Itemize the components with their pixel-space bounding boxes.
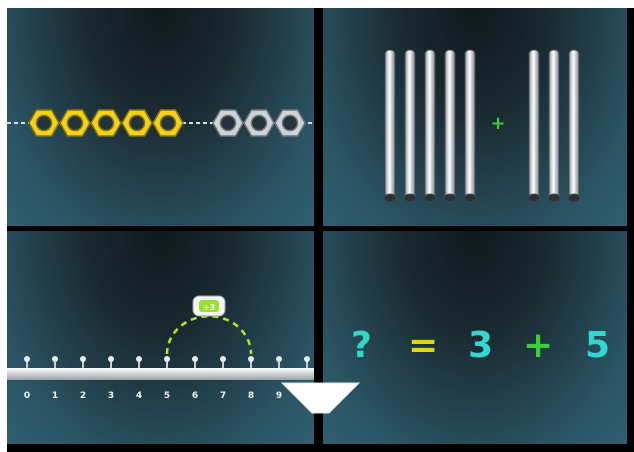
nuts-panel[interactable] xyxy=(7,8,314,226)
tick-peg xyxy=(164,356,170,362)
number-line-panel[interactable]: 0 1 2 3 4 5 6 7 8 9 +3 xyxy=(7,231,314,444)
tick-label: 7 xyxy=(220,391,226,401)
silver-nut[interactable] xyxy=(274,109,306,137)
tick-label: 3 xyxy=(108,391,114,401)
tick-peg xyxy=(192,356,198,362)
yellow-nut[interactable] xyxy=(59,109,91,137)
yellow-nut[interactable] xyxy=(121,109,153,137)
rod-right-group[interactable] xyxy=(567,49,581,203)
addend-a: 3 xyxy=(468,325,494,366)
tick-label: 5 xyxy=(164,391,170,401)
rod-left-group[interactable] xyxy=(443,49,457,203)
yellow-nut[interactable] xyxy=(28,109,60,137)
tick-label: 6 xyxy=(192,391,198,401)
tick-label: 0 xyxy=(24,391,30,401)
tick-peg xyxy=(52,356,58,362)
addend-b: 5 xyxy=(585,325,611,366)
number-line-bar xyxy=(7,368,314,380)
rod-left-group[interactable] xyxy=(383,49,397,203)
rod-left-group[interactable] xyxy=(463,49,477,203)
tick-peg xyxy=(276,356,282,362)
jump-badge[interactable]: +3 xyxy=(192,295,226,317)
unknown-question-mark[interactable]: ? xyxy=(351,325,372,366)
tick-peg xyxy=(136,356,142,362)
yellow-nut[interactable] xyxy=(152,109,184,137)
tick-label: 9 xyxy=(276,391,282,401)
rods-illustration: + xyxy=(383,49,581,203)
jump-arc xyxy=(165,315,253,355)
tick-label: 2 xyxy=(80,391,86,401)
rod-right-group[interactable] xyxy=(527,49,541,203)
silver-nut[interactable] xyxy=(243,109,275,137)
plus-operator: + xyxy=(523,325,554,366)
tick-peg xyxy=(248,356,254,362)
tick-peg xyxy=(304,356,310,362)
equals-sign: = xyxy=(408,325,439,366)
tick-label: 1 xyxy=(52,391,58,401)
plus-operator: + xyxy=(490,113,505,134)
tick-peg xyxy=(80,356,86,362)
tick-label: 8 xyxy=(248,391,254,401)
rods-panel[interactable]: + xyxy=(323,8,627,226)
yellow-nut[interactable] xyxy=(90,109,122,137)
silver-nut[interactable] xyxy=(212,109,244,137)
rod-left-group[interactable] xyxy=(403,49,417,203)
tick-peg xyxy=(108,356,114,362)
tick-peg xyxy=(24,356,30,362)
jump-badge-label: +3 xyxy=(203,303,215,312)
rod-left-group[interactable] xyxy=(423,49,437,203)
number-line-illustration: 0 1 2 3 4 5 6 7 8 9 +3 xyxy=(7,295,314,401)
tick-label: 4 xyxy=(136,391,142,401)
rod-right-group[interactable] xyxy=(547,49,561,203)
equation-panel[interactable]: ? = 3 + 5 xyxy=(323,231,627,444)
nuts-string-illustration xyxy=(7,109,314,137)
tick-peg xyxy=(220,356,226,362)
